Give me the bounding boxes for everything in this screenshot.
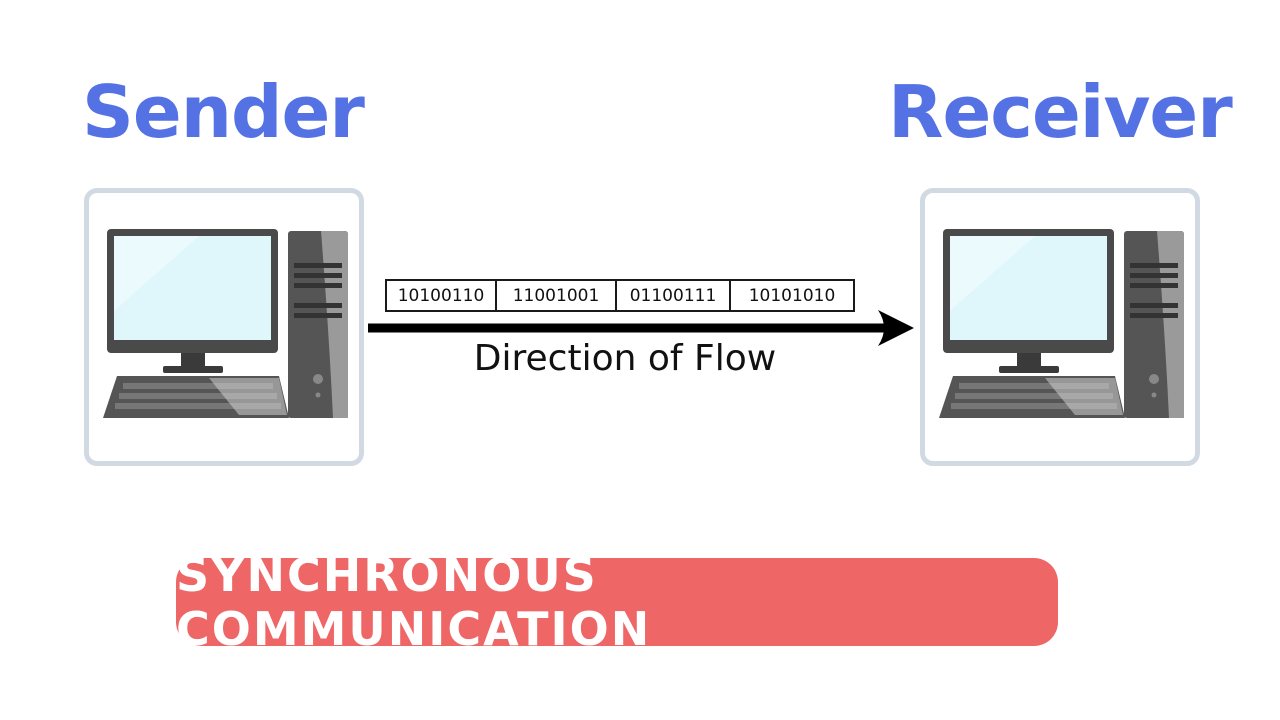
data-packet-strip: 10100110 11001001 01100111 10101010 [385, 279, 855, 312]
receiver-title: Receiver [888, 70, 1233, 154]
communication-mode-banner: SYNCHRONOUS COMMUNICATION [176, 548, 1058, 656]
flow-direction-label: Direction of Flow [473, 338, 777, 379]
receiver-desktop-computer-icon [939, 229, 1184, 418]
sender-title: Sender [82, 70, 365, 154]
sender-computer-card [84, 188, 364, 466]
sender-desktop-computer-icon [103, 229, 348, 418]
flow-arrow-icon [368, 310, 914, 346]
data-packet: 01100111 [617, 281, 731, 310]
receiver-computer-card [920, 188, 1200, 466]
data-packet: 10100110 [387, 281, 497, 310]
communication-mode-label: SYNCHRONOUS COMMUNICATION [176, 548, 652, 656]
data-packet: 11001001 [497, 281, 617, 310]
data-packet: 10101010 [748, 285, 836, 306]
